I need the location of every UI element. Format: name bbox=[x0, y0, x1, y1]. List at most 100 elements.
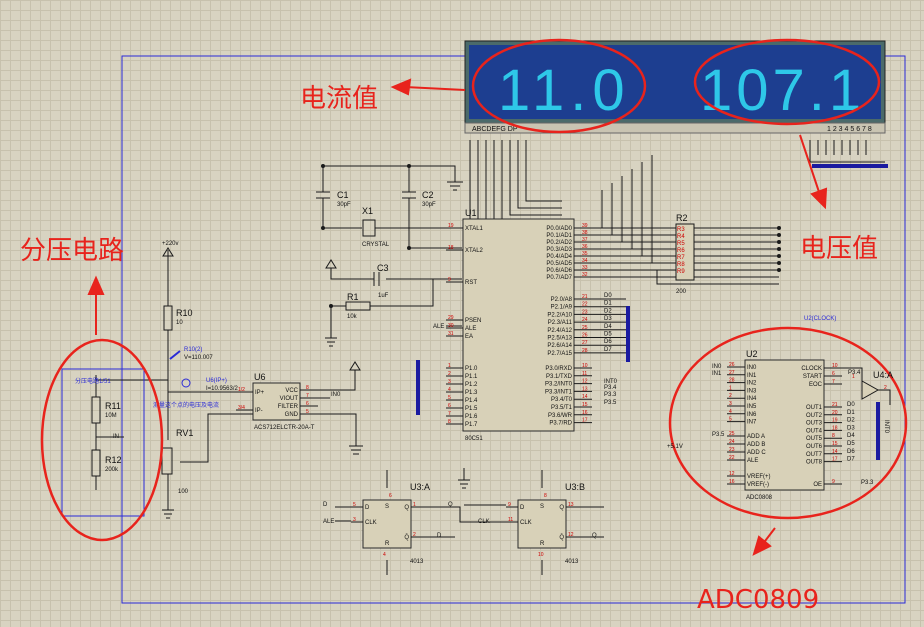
pin-number: 28 bbox=[729, 378, 735, 384]
pin-number: 35 bbox=[582, 251, 588, 257]
u3a-4013: U3:A 4013 bbox=[362, 482, 430, 565]
pin-label: P0.7/AD7 bbox=[546, 275, 572, 281]
u2-vref-net: +5.1V bbox=[667, 444, 683, 450]
pin-label: P1.2 bbox=[465, 382, 478, 388]
current-probe-icon bbox=[181, 378, 191, 388]
adc-d-net: D5 bbox=[847, 441, 855, 447]
annotation-divider: 分压电路 bbox=[20, 236, 125, 266]
u6-wires bbox=[167, 361, 363, 463]
pin-number: 3/4 bbox=[238, 405, 245, 411]
u3-net-label: ALE bbox=[323, 519, 334, 525]
c3-value: 1uF bbox=[378, 293, 389, 299]
pin-number: 8 bbox=[306, 385, 309, 391]
pin-label: P0.4/AD4 bbox=[546, 254, 572, 260]
u3b-part: 4013 bbox=[565, 559, 579, 565]
pin-label: VREF(-) bbox=[747, 482, 769, 488]
d-net-label: D2 bbox=[604, 308, 612, 314]
u6-in0-net: IN0 bbox=[331, 392, 341, 398]
pin-number: 2 bbox=[448, 371, 451, 377]
adc-d-net: D1 bbox=[847, 410, 855, 416]
probe-i-value: I=10.9563/2 bbox=[206, 386, 239, 392]
pin-label: EA bbox=[465, 334, 473, 340]
pin-label: ALE bbox=[465, 326, 476, 332]
r10-label: R10 bbox=[176, 308, 193, 318]
voltage-probe-icon bbox=[169, 350, 181, 360]
divider-title: 分压电路1/51 bbox=[75, 377, 111, 385]
pin-label: IN5 bbox=[747, 404, 757, 410]
r2-pin-label: R8 bbox=[677, 262, 685, 268]
r11-value: 10M bbox=[105, 413, 117, 419]
pin-label: ADD A bbox=[747, 434, 765, 440]
pin-number: 26 bbox=[729, 362, 735, 368]
r12-label: R12 bbox=[105, 455, 122, 465]
pin-number: 6 bbox=[389, 493, 392, 499]
pin-number: 26 bbox=[582, 333, 588, 339]
p3-net-label: P3.3 bbox=[604, 392, 617, 398]
pin-label: P0.2/AD2 bbox=[546, 240, 572, 246]
pin-label: GND bbox=[285, 412, 299, 418]
u1-ref: U1 bbox=[465, 208, 477, 218]
probe-v-value: V=110.007 bbox=[184, 355, 213, 361]
adc-d-net: D2 bbox=[847, 418, 855, 424]
pin-number: 36 bbox=[582, 244, 588, 250]
pin-number: 15 bbox=[832, 441, 838, 447]
pin-label: OUT6 bbox=[806, 444, 823, 450]
p3-net-label: P3.5 bbox=[604, 400, 617, 406]
pin-number: 6 bbox=[448, 403, 451, 409]
lcd-digits-current: 11.0 bbox=[498, 58, 631, 123]
pin-label: P0.6/AD6 bbox=[546, 268, 572, 274]
reset-circuit bbox=[325, 259, 462, 347]
pin-label: D bbox=[365, 505, 370, 511]
pin-number: 2 bbox=[413, 532, 416, 538]
divider-in-net: IN bbox=[113, 434, 119, 440]
pin-label: CLK bbox=[520, 520, 532, 526]
p34-net: P3.4 bbox=[848, 370, 861, 376]
pin-number: 4 bbox=[383, 552, 386, 558]
pin-label: P2.2/A10 bbox=[547, 312, 572, 318]
pin-number: 7 bbox=[832, 379, 835, 385]
pin-number: 4 bbox=[729, 409, 732, 415]
probe-i-name: U6(IP+) bbox=[206, 378, 227, 384]
annotation-circle-current bbox=[471, 38, 647, 134]
rv1-label: RV1 bbox=[176, 428, 193, 438]
pin-label: P1.1 bbox=[465, 374, 478, 380]
pin-number: 12 bbox=[729, 471, 735, 477]
u2-ref: U2 bbox=[746, 349, 758, 359]
pin-label: OUT8 bbox=[806, 460, 823, 466]
pin-label: P1.6 bbox=[465, 414, 478, 420]
rv1-value: 100 bbox=[178, 489, 189, 495]
r2-resistor-pack bbox=[574, 155, 779, 285]
pin-label: P2.3/A11 bbox=[548, 320, 573, 326]
pin-label: IN0 bbox=[747, 365, 757, 371]
pin-number: 11 bbox=[582, 371, 587, 377]
pin-label: IN3 bbox=[747, 388, 757, 394]
u3a-part: 4013 bbox=[410, 559, 424, 565]
pin-label: PSEN bbox=[465, 318, 481, 324]
adc-d-net: D3 bbox=[847, 425, 855, 431]
pin-number: 37 bbox=[582, 237, 588, 243]
pin-label: P1.7 bbox=[465, 422, 478, 428]
pin-label: P0.0/AD0 bbox=[546, 226, 572, 232]
pin-number: 16 bbox=[729, 479, 735, 485]
adc-d-net: D4 bbox=[847, 433, 855, 439]
pin-label: IN1 bbox=[747, 373, 757, 379]
divider-box bbox=[61, 368, 145, 517]
pin-number: 15 bbox=[582, 402, 588, 408]
pin-number: 32 bbox=[582, 272, 588, 278]
pin-number: 23 bbox=[729, 447, 735, 453]
r2-pin-label: R3 bbox=[677, 227, 685, 233]
pin-number: 27 bbox=[582, 340, 588, 346]
pin-label: P3.5/T1 bbox=[551, 405, 573, 411]
pin-label: OE bbox=[813, 482, 822, 488]
pin-number: 21 bbox=[832, 402, 838, 408]
c2-value: 30pF bbox=[422, 202, 436, 208]
pin-label: ADD B bbox=[747, 442, 765, 448]
pin-number: 19 bbox=[448, 223, 454, 229]
pin-label: P2.7/A15 bbox=[547, 351, 572, 357]
pin-label: P3.7/RD bbox=[549, 421, 572, 427]
u3b-ref: U3:B bbox=[565, 482, 585, 492]
d-net-label: D3 bbox=[604, 316, 612, 322]
pin-number: 2 bbox=[729, 393, 732, 399]
pin-number: 31 bbox=[448, 331, 454, 337]
pin-label: VIOUT bbox=[280, 396, 299, 402]
